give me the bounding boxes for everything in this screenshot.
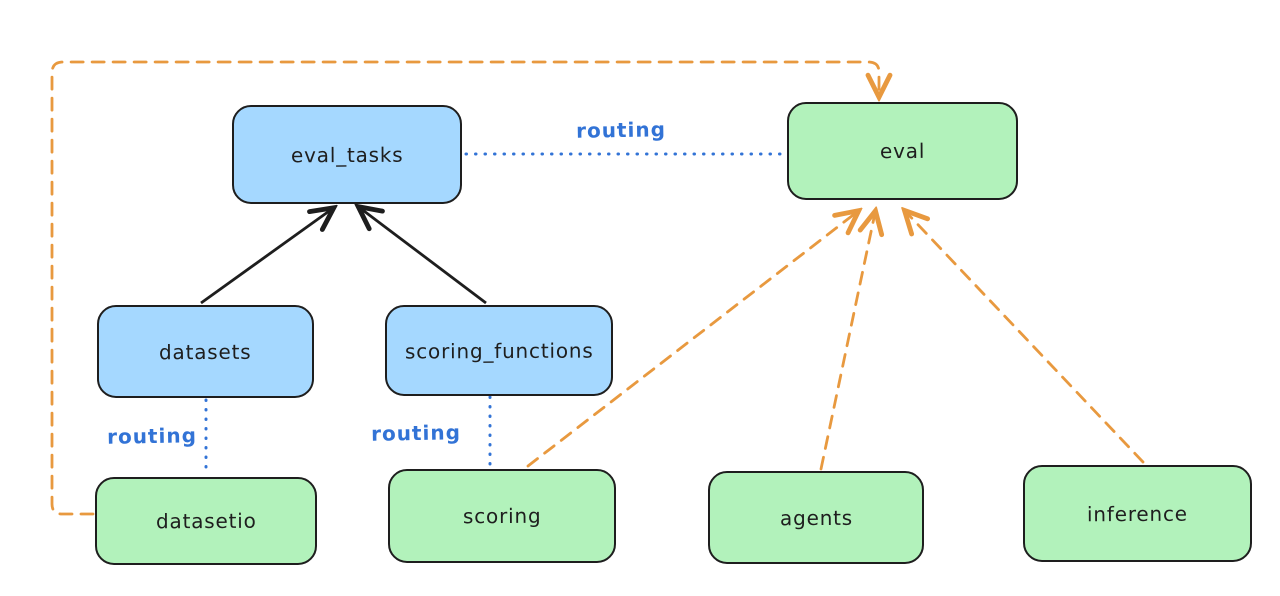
node-inference-label: inference xyxy=(1087,501,1188,526)
edge-inference-to-eval-dashed xyxy=(906,212,1145,464)
node-datasetio-label: datasetio xyxy=(155,508,257,534)
node-datasets-label: datasets xyxy=(159,339,252,364)
edge-label-routing-scoring-functions-scoring: routing xyxy=(370,420,462,446)
node-eval-label: eval xyxy=(879,138,926,164)
edge-label-routing-eval-tasks-eval: routing xyxy=(575,117,667,143)
node-agents-label: agents xyxy=(779,505,853,530)
edge-scoring-functions-to-eval-tasks-arrow xyxy=(360,208,487,305)
edge-label-routing-datasets-datasetio: routing xyxy=(106,423,198,449)
node-eval-tasks-label: eval_tasks xyxy=(290,142,404,167)
node-scoring-label: scoring xyxy=(462,503,542,529)
node-scoring: scoring xyxy=(388,469,616,563)
node-datasets: datasets xyxy=(97,305,314,398)
node-inference: inference xyxy=(1023,465,1252,562)
edge-agents-to-eval-dashed xyxy=(819,213,875,471)
node-agents: agents xyxy=(708,471,924,564)
node-eval-tasks: eval_tasks xyxy=(232,105,462,204)
node-scoring-functions-label: scoring_functions xyxy=(404,338,594,363)
node-scoring-functions: scoring_functions xyxy=(385,305,613,396)
node-eval: eval xyxy=(787,102,1018,200)
edge-datasets-to-eval-tasks-arrow xyxy=(200,209,332,305)
node-datasetio: datasetio xyxy=(95,477,317,565)
